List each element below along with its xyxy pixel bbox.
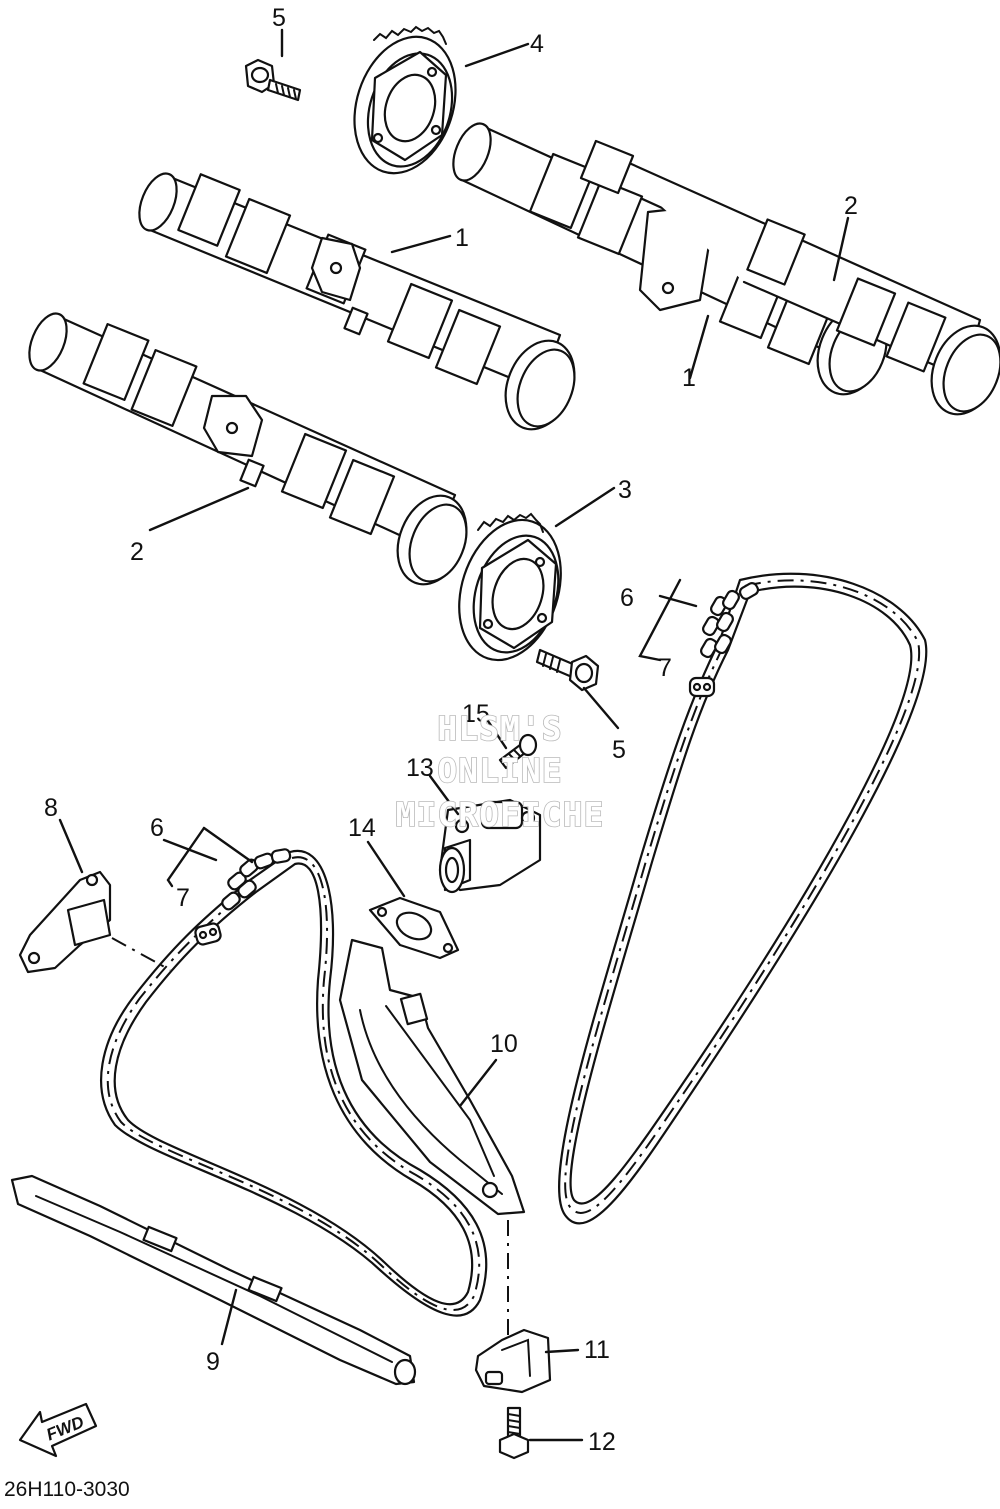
- leader-lines: [58, 28, 850, 1442]
- gasket-14: [368, 896, 460, 960]
- bolt-5-upper: [244, 58, 302, 102]
- bolt-5-lower: [535, 648, 600, 692]
- callout-11: 11: [584, 1336, 610, 1364]
- callout-2-upper: 2: [844, 192, 858, 220]
- callout-9: 9: [206, 1348, 220, 1376]
- chain-guide-9: [10, 1174, 417, 1386]
- chain-links-6-left: [221, 848, 292, 911]
- bracket-11: [474, 1328, 552, 1394]
- diagram-code: 26H110-3030: [4, 1478, 130, 1501]
- callout-10: 10: [490, 1030, 518, 1058]
- chain-links-6-right: [700, 582, 760, 659]
- callout-5-lower: 5: [612, 736, 626, 764]
- watermark-line-3: MICROFICHE: [396, 795, 605, 834]
- callout-6-right: 6: [620, 584, 634, 612]
- chain-stopper-8: [18, 870, 112, 974]
- callout-1-lower: 1: [682, 364, 696, 392]
- callout-3: 3: [618, 476, 632, 504]
- callout-5-upper: 5: [272, 4, 286, 32]
- timing-chain-6-right: [558, 572, 928, 1225]
- callout-4: 4: [530, 30, 544, 58]
- callout-13: 13: [406, 754, 434, 782]
- callouts: 5 4 1 2 1 2 3 5 6 7 8 6 7 14 13 15 10 9 …: [44, 4, 858, 1456]
- link-7-right: [688, 676, 716, 698]
- timing-chain-6-left: [100, 848, 488, 1317]
- chain-guide-10: [338, 938, 526, 1216]
- callout-14: 14: [348, 814, 376, 842]
- callout-15: 15: [462, 700, 490, 728]
- callout-8: 8: [44, 794, 58, 822]
- watermark: HLSM'S ONLINE MICROFICHE: [395, 708, 605, 835]
- camshaft-1-upper-left: [138, 172, 576, 431]
- callout-12: 12: [588, 1428, 616, 1456]
- sprocket-3: [458, 512, 562, 662]
- bolt-12: [498, 1406, 530, 1460]
- chain-tensioner-13: [438, 798, 542, 894]
- sprocket-4: [353, 25, 457, 175]
- bolt-15: [498, 733, 538, 770]
- link-7-left: [194, 922, 222, 946]
- fwd-arrow-icon: FWD: [18, 1402, 98, 1458]
- callout-1-upper: 1: [455, 224, 469, 252]
- watermark-line-1: HLSM'S: [437, 709, 562, 748]
- callout-7-right: 7: [658, 654, 672, 682]
- camshaft-2-right-rear: [579, 139, 1000, 416]
- callout-6-left: 6: [150, 814, 164, 842]
- callout-7-left: 7: [176, 884, 190, 912]
- camshaft-2-lower-left: [28, 312, 468, 586]
- watermark-line-2: ONLINE: [437, 751, 562, 790]
- stopper-alignment-line: [111, 937, 171, 971]
- callout-2-lower: 2: [130, 538, 144, 566]
